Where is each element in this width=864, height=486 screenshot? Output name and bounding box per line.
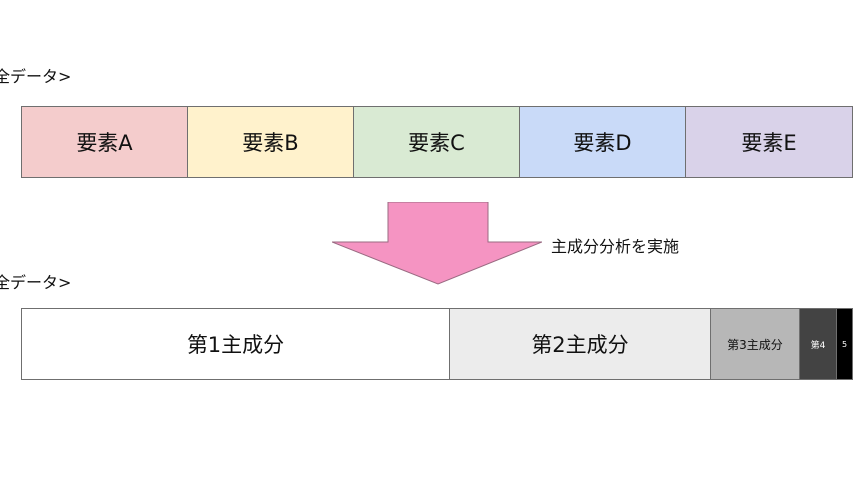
element-b-cell: 要素B <box>188 107 354 177</box>
elements-bar: 要素A 要素B 要素C 要素D 要素E <box>21 106 853 178</box>
pc4-cell: 第4 <box>800 309 837 379</box>
pca-arrow-label: 主成分分析を実施 <box>551 237 680 256</box>
element-e-cell: 要素E <box>686 107 852 177</box>
element-a-cell: 要素A <box>22 107 188 177</box>
pc5-cell: 5 <box>837 309 852 379</box>
bottom-data-label: 全データ> <box>0 273 72 292</box>
pc2-cell: 第2主成分 <box>450 309 711 379</box>
pc1-cell: 第1主成分 <box>22 309 450 379</box>
principal-components-bar: 第1主成分 第2主成分 第3主成分 第4 5 <box>21 308 853 380</box>
element-d-cell: 要素D <box>520 107 686 177</box>
pc3-cell: 第3主成分 <box>711 309 800 379</box>
top-data-label: 全データ> <box>0 67 72 86</box>
element-c-cell: 要素C <box>354 107 520 177</box>
down-arrow-icon <box>332 202 542 285</box>
